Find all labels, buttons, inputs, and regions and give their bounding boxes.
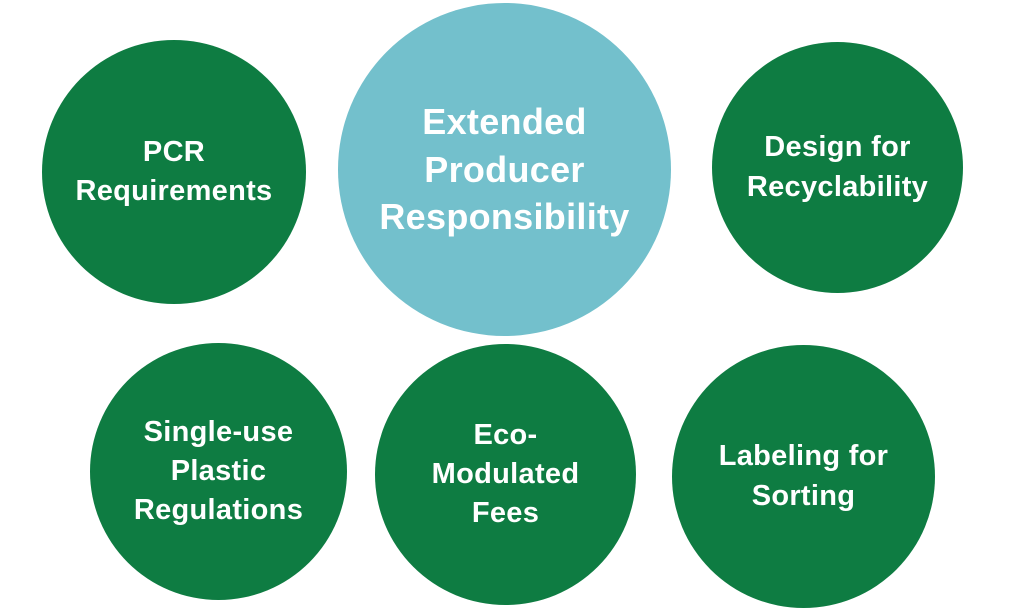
label-line: Plastic	[170, 454, 267, 487]
label-line: Labeling for	[718, 440, 889, 473]
label-line: PCR	[142, 135, 206, 168]
circle-extended-producer-responsibility: Extended Producer Responsibility	[338, 3, 671, 336]
circle-design-for-recyclability-label: Design for Recyclability	[747, 128, 928, 206]
label-line: Sorting	[751, 479, 856, 512]
label-line: Regulations	[133, 494, 304, 527]
label-line: Fees	[471, 497, 540, 530]
label-line: Design for	[764, 131, 911, 164]
circle-single-use-plastic-regulations: Single-use Plastic Regulations	[90, 343, 347, 600]
label-line: Producer	[424, 148, 585, 190]
circle-labeling-for-sorting: Labeling for Sorting	[672, 345, 935, 608]
circle-pcr-requirements: PCR Requirements	[42, 40, 306, 304]
circle-eco-modulated-fees-label: Eco- Modulated Fees	[432, 416, 580, 533]
label-line: Eco-	[473, 418, 538, 451]
label-line: Single-use	[143, 415, 294, 448]
label-line: Responsibility	[379, 196, 630, 238]
label-line: Extended	[422, 101, 587, 143]
circle-design-for-recyclability: Design for Recyclability	[712, 42, 963, 293]
circle-extended-producer-responsibility-label: Extended Producer Responsibility	[379, 98, 629, 241]
circle-single-use-plastic-regulations-label: Single-use Plastic Regulations	[134, 413, 303, 530]
circle-labeling-for-sorting-label: Labeling for Sorting	[719, 437, 889, 515]
label-line: Requirements	[75, 175, 273, 207]
label-line: Recyclability	[746, 170, 929, 203]
label-line: Modulated	[431, 457, 580, 490]
circle-pcr-requirements-label: PCR Requirements	[76, 133, 273, 211]
circle-eco-modulated-fees: Eco- Modulated Fees	[375, 344, 636, 605]
